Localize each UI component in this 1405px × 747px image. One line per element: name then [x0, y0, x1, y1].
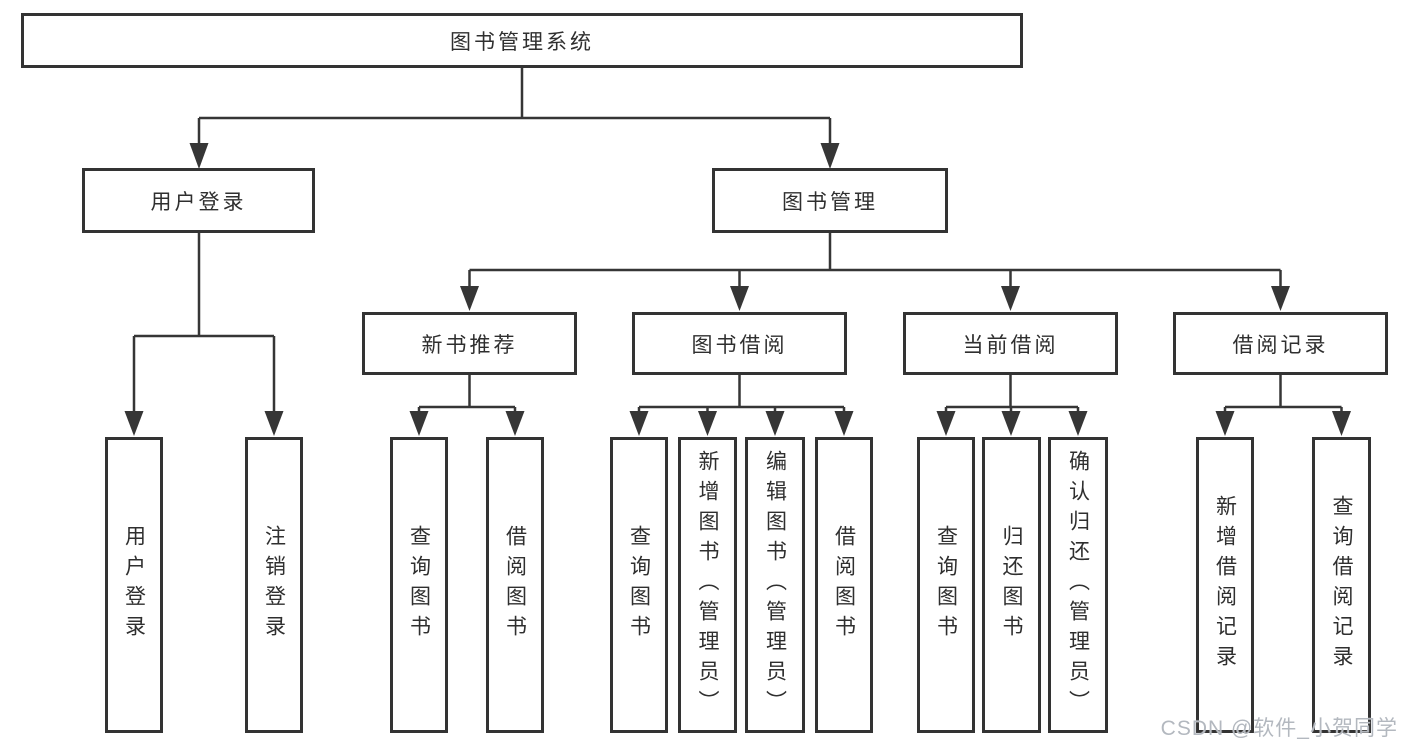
node-label: 确认归还（管理员）	[1066, 450, 1090, 720]
node-user-login: 用户登录	[82, 168, 315, 233]
connector-root-to-level2	[189, 68, 840, 169]
node-leaf-query-book-1: 查询图书	[390, 437, 448, 733]
node-leaf-borrow-book-1: 借阅图书	[486, 437, 544, 733]
node-label: 用户登录	[122, 525, 146, 645]
node-label: 借阅图书	[503, 525, 527, 645]
node-leaf-borrow-book-2: 借阅图书	[815, 437, 873, 733]
connector-current-borrow-group	[936, 375, 1088, 436]
node-leaf-return-book: 归还图书	[982, 437, 1041, 733]
node-leaf-query-book-3: 查询图书	[917, 437, 975, 733]
node-label: 查询借阅记录	[1330, 495, 1353, 675]
node-leaf-confirm-return-admin: 确认归还（管理员）	[1048, 437, 1108, 733]
node-label: 新增借阅记录	[1213, 495, 1237, 675]
node-label: 借阅记录	[1232, 333, 1329, 357]
node-book-borrowing: 图书借阅	[632, 312, 847, 375]
connector-book-borrow-group	[629, 375, 854, 436]
node-leaf-query-book-2: 查询图书	[610, 437, 668, 733]
node-label: 用户登录	[150, 190, 247, 214]
node-label: 图书管理系统	[450, 30, 594, 54]
node-leaf-add-borrow-record: 新增借阅记录	[1196, 437, 1254, 733]
connector-borrow-records-group	[1215, 375, 1351, 436]
node-leaf-logout: 注销登录	[245, 437, 303, 733]
csdn-watermark: CSDN @软件_小贺同学	[1160, 717, 1398, 740]
node-label: 查询图书	[934, 525, 958, 645]
node-library-management-system: 图书管理系统	[21, 13, 1023, 68]
node-label: 归还图书	[1000, 525, 1023, 645]
node-leaf-edit-book-admin: 编辑图书（管理员）	[745, 437, 805, 733]
node-leaf-add-book-admin: 新增图书（管理员）	[678, 437, 737, 733]
node-leaf-user-login: 用户登录	[105, 437, 163, 733]
node-label: 图书管理	[782, 190, 878, 214]
node-borrowing-records: 借阅记录	[1173, 312, 1388, 375]
node-label: 查询图书	[407, 525, 431, 645]
node-label: 当前借阅	[962, 333, 1059, 357]
node-label: 查询图书	[627, 525, 651, 645]
node-book-management: 图书管理	[712, 168, 948, 233]
connector-user-login-group	[124, 233, 284, 436]
connector-book-mgmt-to-level3	[460, 233, 1290, 311]
connector-new-book-rec-group	[409, 375, 525, 436]
node-label: 新增图书（管理员）	[696, 450, 719, 720]
node-leaf-query-borrow-record: 查询借阅记录	[1312, 437, 1371, 733]
node-label: 借阅图书	[832, 525, 856, 645]
node-label: 新书推荐	[421, 333, 518, 357]
node-label: 注销登录	[262, 525, 286, 645]
node-label: 图书借阅	[691, 333, 788, 357]
node-label: 编辑图书（管理员）	[763, 450, 787, 720]
node-new-book-recommend: 新书推荐	[362, 312, 577, 375]
node-current-borrowing: 当前借阅	[903, 312, 1118, 375]
